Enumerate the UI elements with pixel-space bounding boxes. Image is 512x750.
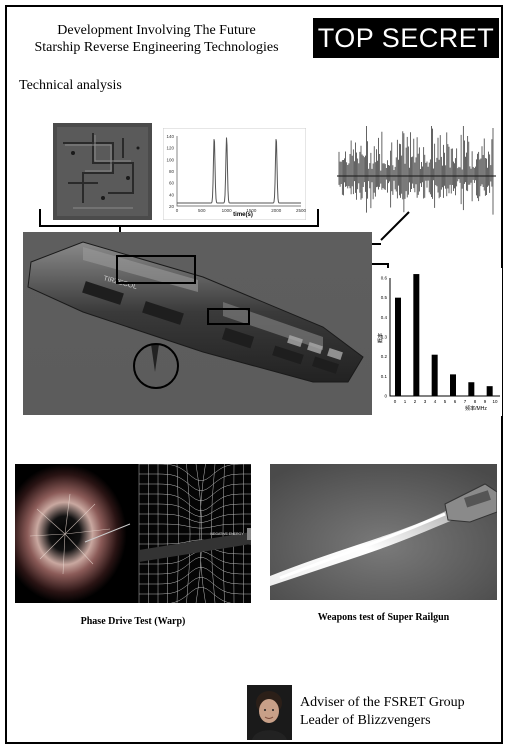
peak-ytick-label: 40 (169, 192, 175, 197)
bar-xtick-label: 7 (464, 399, 467, 404)
warp-grid-line (139, 523, 251, 529)
warp-grid-line (170, 587, 232, 603)
peak-axes (176, 136, 301, 207)
probability-bar-chart: 0.6 0.5 0.4 0.3 0.2 0.1 0 0 1 2 3 4 5 6 7 8 9 10 概率 频率/M… (376, 268, 502, 416)
warp-grid-line (139, 567, 251, 585)
bar-xtick-label: 0 (394, 399, 397, 404)
peak-xlabel: time(s) (233, 212, 253, 218)
bar-ytick-label: 0 (384, 394, 387, 399)
warp-grid-line (139, 464, 251, 481)
bar (468, 382, 475, 396)
highlight-box-2 (207, 308, 250, 325)
peak-chart: 140 120 100 80 60 40 20 0 500 1000 1500 2000 2500 t… (163, 128, 306, 220)
highlight-circle (133, 343, 179, 389)
warp-grid-line (139, 503, 251, 517)
bar-xtick-label: 5 (444, 399, 447, 404)
warp-grid-line (195, 464, 202, 603)
bar-ytick-label: 0.5 (381, 295, 388, 300)
warp-grid-line (222, 464, 225, 603)
bar-xtick-label: 9 (484, 399, 487, 404)
peak-ytick-label: 20 (169, 204, 175, 209)
peak-ytick-label: 100 (166, 157, 174, 162)
warp-grid-line (211, 464, 216, 603)
peak-ytick-label: 120 (166, 146, 174, 151)
bar-xtick-label: 8 (474, 399, 477, 404)
title-line-1: Development Involving The Future (57, 23, 256, 38)
warp-grid-line (139, 557, 251, 575)
bar (431, 354, 438, 396)
highlight-box-1 (116, 255, 196, 284)
top-secret-badge: TOP SECRET (313, 18, 499, 58)
document-title: Development Involving The Future Starshi… (14, 22, 299, 56)
bar-ytick-label: 0.1 (381, 374, 388, 379)
section-heading: Technical analysis (19, 78, 122, 93)
peak-ytick-label: 140 (166, 134, 174, 139)
peak-xtick-label: 1000 (222, 208, 233, 213)
bar-xtick-label: 10 (492, 399, 498, 404)
warp-grid-line (139, 493, 251, 511)
bar-xtick-label: 4 (434, 399, 437, 404)
bar-ylabel: 概率 (377, 333, 384, 343)
bar (395, 297, 401, 396)
bar-ytick-label: 0.2 (381, 354, 388, 359)
avatar (247, 685, 292, 740)
bar (486, 386, 493, 396)
peak-xtick-label: 2000 (271, 208, 282, 213)
adviser-title: Adviser of the FSRET Group (300, 695, 465, 710)
peak-xtick-label: 500 (198, 208, 206, 213)
bar-xlabel: 频率/MHz (465, 405, 487, 412)
bar-xtick-label: 3 (424, 399, 427, 404)
peak-xtick-label: 0 (176, 208, 179, 213)
warp-grid-line (199, 464, 206, 603)
peak-ytick-label: 80 (169, 169, 175, 174)
phase-drive-image: NEGATIVE ENERGY (15, 464, 251, 603)
peak-xtick-label: 2500 (296, 208, 306, 213)
railgun-caption: Weapons test of Super Railgun (317, 612, 450, 623)
adviser-info: Adviser of the FSRET Group Leader of Bli… (300, 694, 465, 730)
bar-xtick-label: 1 (404, 399, 407, 404)
bar (450, 374, 456, 396)
noise-signal-chart (337, 126, 496, 217)
peak-ytick-label: 60 (169, 181, 175, 186)
bar-ytick-label: 0.3 (381, 335, 388, 340)
bar-xtick-label: 6 (454, 399, 457, 404)
starship-image: TIRZECOL (23, 232, 372, 415)
warp-grid-line (139, 513, 251, 523)
page-frame (5, 5, 503, 744)
negative-energy-label: NEGATIVE ENERGY (210, 532, 244, 536)
title-line-2: Starship Reverse Engineering Technologie… (34, 40, 279, 55)
railgun-image (270, 464, 497, 600)
texture-image (53, 123, 152, 220)
warp-grid-line (176, 464, 179, 603)
bar (413, 274, 420, 396)
bar-ytick-label: 0.4 (381, 315, 388, 320)
adviser-role: Leader of Blizzvengers (300, 713, 431, 728)
bar-xtick-label: 2 (414, 399, 417, 404)
warp-grid-line (139, 577, 251, 595)
bar-ytick-label: 0.6 (381, 276, 388, 281)
warp-grid-line (139, 473, 251, 491)
phase-drive-caption: Phase Drive Test (Warp) (80, 616, 186, 627)
peak-xtick-label: 1500 (246, 208, 257, 213)
warp-grid-line (139, 483, 251, 501)
warp-grid-line (186, 464, 191, 603)
